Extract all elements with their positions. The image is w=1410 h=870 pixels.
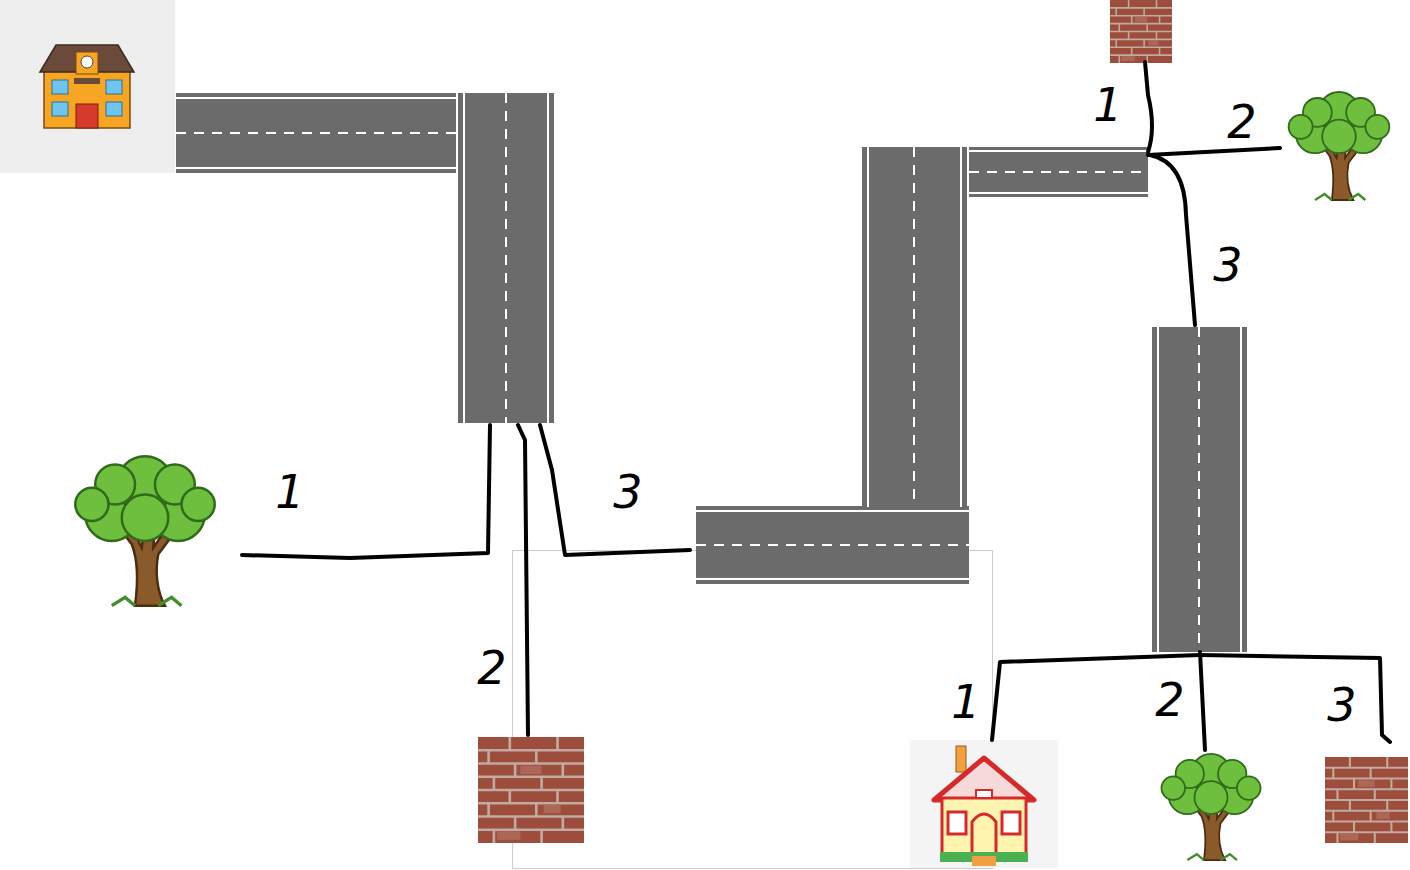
callout-number: 1 <box>951 679 980 725</box>
callout-number: 1 <box>275 469 304 515</box>
callout-number: 3 <box>613 469 642 515</box>
brick-wall <box>1325 757 1408 843</box>
road <box>176 93 1247 652</box>
callout-number: 2 <box>1227 99 1256 145</box>
house-icon <box>910 740 1058 868</box>
school-icon <box>40 45 134 128</box>
brick-wall <box>1110 0 1172 63</box>
path-line <box>242 62 1390 750</box>
tree-icon <box>1289 92 1390 200</box>
callout-number: 2 <box>1155 677 1184 723</box>
brick-wall <box>478 737 584 843</box>
callout-number: 3 <box>1327 682 1356 728</box>
callout-number: 1 <box>1093 82 1122 128</box>
callout-number: 3 <box>1213 242 1242 288</box>
callout-number: 2 <box>477 645 506 691</box>
tree-icon <box>75 456 214 605</box>
tree-icon <box>1161 754 1260 860</box>
